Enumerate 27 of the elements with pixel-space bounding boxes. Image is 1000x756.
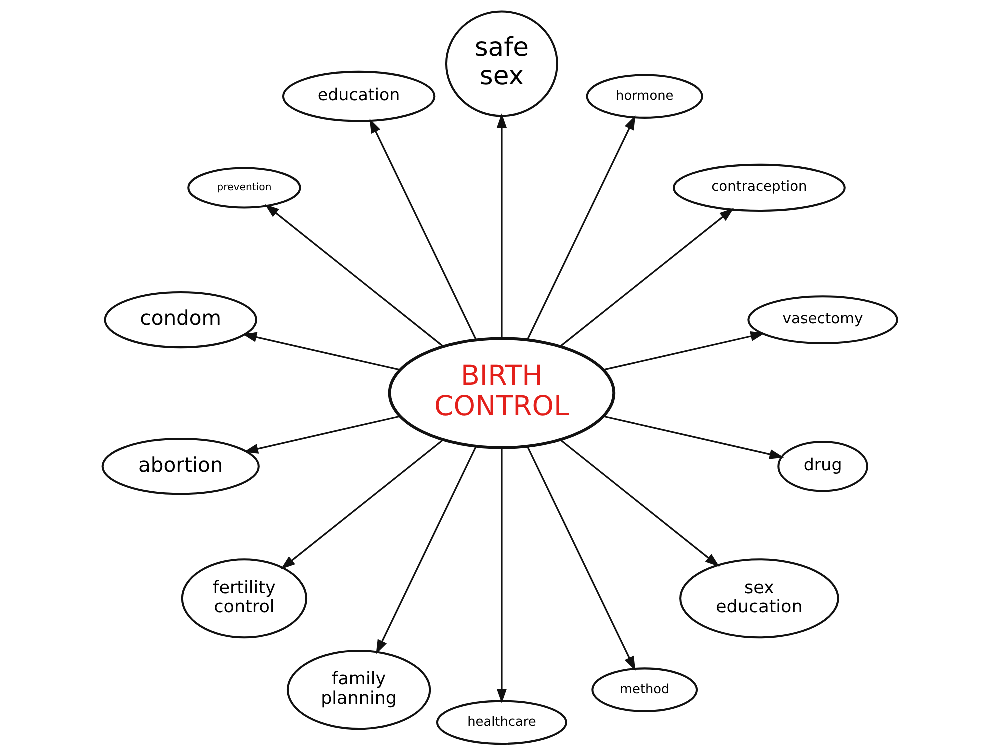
node-ellipse: education bbox=[282, 70, 436, 122]
arrow bbox=[242, 332, 401, 371]
arrow bbox=[496, 114, 507, 339]
arrow bbox=[496, 448, 507, 704]
node-ellipse: drug bbox=[778, 440, 868, 492]
arrow bbox=[526, 116, 636, 340]
node-ellipse: BIRTH CONTROL bbox=[388, 337, 616, 450]
arrow bbox=[281, 440, 444, 570]
node-ellipse: fertility control bbox=[181, 558, 308, 639]
node-ellipse: method bbox=[592, 668, 698, 712]
node-ellipse: sex education bbox=[680, 558, 840, 639]
arrow bbox=[603, 332, 766, 371]
node-ellipse: prevention bbox=[188, 167, 302, 209]
arrow bbox=[244, 416, 401, 454]
node-ellipse: healthcare bbox=[436, 700, 568, 746]
node-ellipse: family planning bbox=[286, 650, 432, 730]
node-circle: safe sex bbox=[445, 10, 558, 118]
arrow bbox=[376, 446, 477, 654]
arrow bbox=[265, 204, 444, 348]
node-ellipse: vasectomy bbox=[748, 296, 898, 344]
arrow bbox=[560, 208, 734, 348]
arrow bbox=[560, 440, 720, 567]
arrow bbox=[370, 118, 477, 340]
arrow bbox=[526, 446, 636, 672]
node-ellipse: hormone bbox=[586, 74, 704, 119]
node-ellipse: contraception bbox=[672, 164, 846, 212]
arrow bbox=[603, 416, 784, 460]
